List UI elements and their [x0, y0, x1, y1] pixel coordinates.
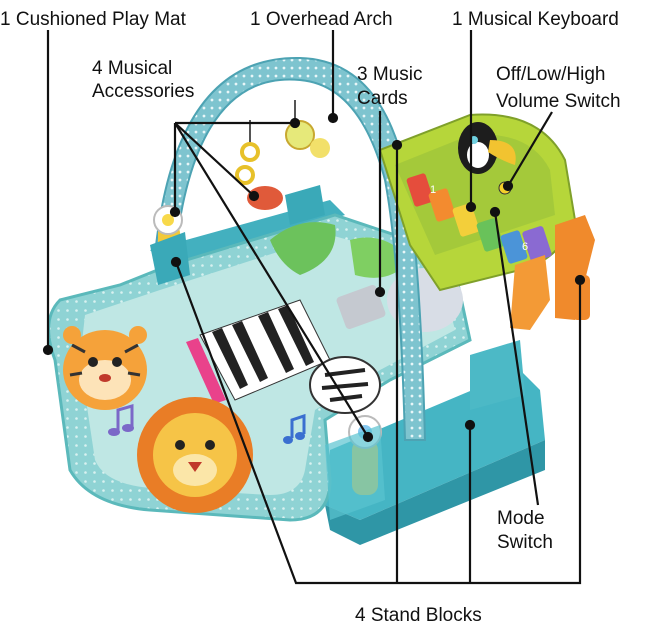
musical-keyboard: 1 6 — [378, 113, 581, 292]
label-musical-keyboard: 1 Musical Keyboard — [452, 9, 619, 30]
keyboard-keys — [406, 173, 552, 264]
key-number-1: 1 — [430, 184, 436, 196]
label-volume-line1: Off/Low/High — [496, 64, 606, 85]
label-mode-line2: Switch — [497, 532, 553, 553]
callout-dot-mat — [42, 344, 54, 356]
play-mat — [47, 213, 472, 522]
keyboard-legs — [510, 215, 595, 330]
label-overhead-arch: 1 Overhead Arch — [250, 9, 393, 30]
lion-icon — [137, 397, 253, 513]
music-note-icon — [108, 404, 306, 444]
label-mode-line1: Mode — [497, 508, 545, 529]
callout-lines — [42, 30, 586, 585]
label-stand-blocks: 4 Stand Blocks — [355, 605, 482, 626]
label-accessories-line2: Accessories — [92, 81, 195, 102]
label-music-cards-line1: 3 Music — [357, 64, 423, 85]
tiger-icon — [63, 326, 147, 410]
label-music-cards-line2: Cards — [357, 88, 408, 109]
label-play-mat: 1 Cushioned Play Mat — [0, 9, 186, 30]
mat-piano-keys — [186, 299, 331, 404]
label-accessories-line1: 4 Musical — [92, 58, 173, 79]
label-volume-line2: Volume Switch — [496, 91, 621, 112]
stand-blocks — [150, 185, 525, 520]
key-number-6: 6 — [522, 241, 528, 253]
